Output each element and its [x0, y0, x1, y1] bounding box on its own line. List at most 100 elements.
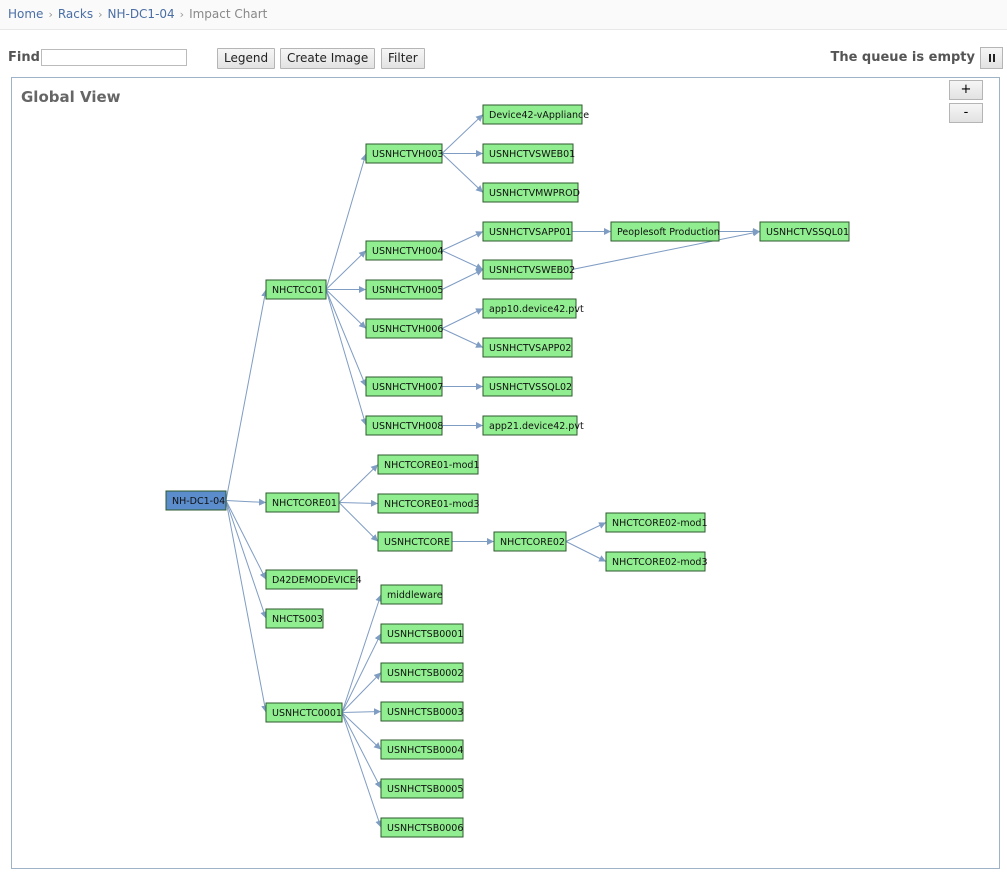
graph-node[interactable]: USNHCTSB0003 — [380, 701, 464, 722]
graph-edge — [441, 269, 484, 290]
graph-node[interactable]: USNHCTVH004 — [365, 240, 443, 261]
graph-node-box[interactable] — [380, 584, 443, 605]
graph-node-box[interactable] — [365, 143, 443, 164]
graph-node[interactable]: USNHCTSB0001 — [380, 623, 464, 644]
graph-node-box[interactable] — [380, 739, 464, 760]
graph-node-box[interactable] — [482, 376, 573, 397]
graph-node[interactable]: USNHCTCORE — [377, 531, 453, 552]
graph-node-box[interactable] — [380, 817, 464, 838]
graph-node[interactable]: D42DEMODEVICE4 — [265, 569, 362, 590]
graph-node[interactable]: app21.device42.pvt — [482, 415, 584, 436]
graph-edge — [441, 328, 484, 348]
graph-node-label: USNHCTCORE — [384, 537, 450, 548]
graph-node-box[interactable] — [605, 551, 706, 572]
graph-edge — [341, 672, 382, 713]
graph-node[interactable]: NHCTCORE02-mod3 — [605, 551, 708, 572]
graph-node-box[interactable] — [380, 623, 464, 644]
graph-edge — [565, 522, 607, 542]
graph-node-box[interactable] — [380, 701, 464, 722]
graph-node-box[interactable] — [377, 454, 479, 475]
find-input[interactable] — [41, 49, 187, 66]
graph-node[interactable]: USNHCTSB0006 — [380, 817, 464, 838]
graph-node[interactable]: USNHCTVH003 — [365, 143, 443, 164]
graph-node[interactable]: Device42-vAppliance — [482, 104, 589, 125]
graph-node[interactable]: USNHCTSB0002 — [380, 662, 464, 683]
graph-node-box[interactable] — [482, 259, 573, 280]
graph-node-label: USNHCTVH008 — [372, 421, 443, 432]
graph-node-box[interactable] — [610, 221, 720, 242]
graph-edge — [338, 499, 379, 507]
graph-node[interactable]: USNHCTC0001 — [265, 702, 343, 723]
zoom-out-button[interactable]: - — [949, 103, 983, 123]
graph-node[interactable]: USNHCTVSWEB01 — [482, 143, 575, 164]
graph-node-box[interactable] — [482, 337, 573, 358]
graph-node[interactable]: NHCTCORE02 — [493, 531, 567, 552]
graph-node[interactable]: USNHCTVH006 — [365, 318, 443, 339]
graph-node-box[interactable] — [365, 279, 443, 300]
graph-node-box[interactable] — [265, 492, 340, 513]
zoom-in-button[interactable]: + — [949, 80, 983, 100]
graph-node-box[interactable] — [380, 778, 464, 799]
graph-node-box[interactable] — [365, 240, 443, 261]
graph-node-label: NHCTS003 — [272, 614, 323, 625]
graph-node[interactable]: USNHCTVSWEB02 — [482, 259, 575, 280]
graph-node[interactable]: USNHCTSB0005 — [380, 778, 464, 799]
pause-button[interactable] — [980, 47, 1003, 69]
create-image-button[interactable]: Create Image — [280, 48, 376, 69]
graph-node-box[interactable] — [605, 512, 706, 533]
graph-node-box[interactable] — [482, 298, 577, 319]
graph-node-box[interactable] — [759, 221, 850, 242]
graph-node[interactable]: USNHCTVSAPP02 — [482, 337, 573, 358]
graph-edge — [325, 289, 367, 387]
graph-node-box[interactable] — [377, 493, 479, 514]
graph-node[interactable]: NHCTCORE01 — [265, 492, 340, 513]
graph-edge — [441, 114, 484, 154]
graph-node[interactable]: USNHCTVMWPROD — [482, 182, 580, 203]
breadcrumb-home-link[interactable]: Home — [8, 7, 44, 21]
graph-node-box[interactable] — [265, 608, 324, 629]
graph-node-box[interactable] — [265, 279, 327, 300]
graph-node-label: D42DEMODEVICE4 — [272, 575, 362, 586]
graph-node-box[interactable] — [365, 376, 443, 397]
graph-node-box[interactable] — [482, 221, 573, 242]
graph-node[interactable]: NHCTCC01 — [265, 279, 327, 300]
graph-node-box[interactable] — [482, 415, 578, 436]
filter-button[interactable]: Filter — [381, 48, 425, 69]
graph-node[interactable]: NHCTS003 — [265, 608, 324, 629]
graph-node-box[interactable] — [482, 143, 574, 164]
breadcrumb-separator: › — [48, 8, 53, 21]
graph-node-box[interactable] — [377, 531, 453, 552]
graph-node-box[interactable] — [365, 415, 443, 436]
graph-node[interactable]: NHCTCORE01-mod3 — [377, 493, 480, 514]
graph-node-box[interactable] — [265, 569, 358, 590]
graph-node-box[interactable] — [380, 662, 464, 683]
graph-node[interactable]: USNHCTVSSQL02 — [482, 376, 573, 397]
graph-root-node[interactable]: NH-DC1-04 — [165, 490, 227, 511]
graph-node[interactable]: NHCTCORE02-mod1 — [605, 512, 708, 533]
legend-button[interactable]: Legend — [217, 48, 276, 69]
graph-node[interactable]: USNHCTVH007 — [365, 376, 443, 397]
graph-node-box[interactable] — [482, 182, 579, 203]
graph-node[interactable]: USNHCTSB0004 — [380, 739, 464, 760]
breadcrumb-rack-link[interactable]: NH-DC1-04 — [107, 7, 175, 21]
graph-node-label: USNHCTSB0003 — [387, 707, 463, 718]
graph-node-box[interactable] — [493, 531, 567, 552]
graph-node[interactable]: USNHCTVH005 — [365, 279, 443, 300]
graph-node-box[interactable] — [482, 104, 583, 125]
graph-node[interactable]: USNHCTVH008 — [365, 415, 443, 436]
graph-node[interactable]: middleware — [380, 584, 443, 605]
graph-node[interactable]: Peoplesoft Production — [610, 221, 720, 242]
graph-node-box[interactable] — [265, 702, 343, 723]
graph-node[interactable]: NHCTCORE01-mod1 — [377, 454, 480, 475]
graph-node[interactable]: USNHCTVSSQL01 — [759, 221, 850, 242]
graph-node-box[interactable] — [365, 318, 443, 339]
graph-node-box[interactable] — [165, 490, 227, 511]
find-label: Find — [8, 50, 40, 65]
graph-node[interactable]: app10.device42.pvt — [482, 298, 584, 319]
graph-node-label: USNHCTSB0004 — [387, 745, 463, 756]
graph-node-label: NHCTCC01 — [272, 285, 324, 296]
graph-node[interactable]: USNHCTVSAPP01 — [482, 221, 573, 242]
breadcrumb-racks-link[interactable]: Racks — [57, 7, 94, 21]
impact-graph: NH-DC1-04 NHCTCC01NHCTCORE01D42DEMODEVICE… — [165, 104, 850, 838]
graph-edge — [325, 250, 367, 290]
